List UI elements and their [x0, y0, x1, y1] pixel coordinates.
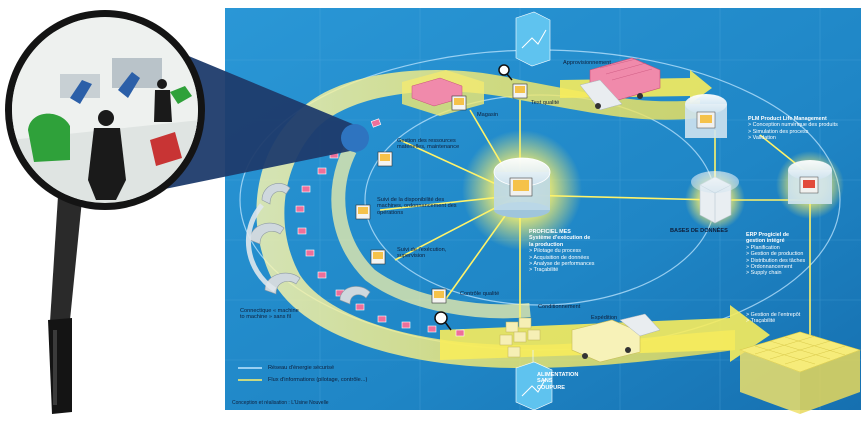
erp-server-icon — [788, 160, 832, 204]
erp-item: Distribution des tâches — [746, 258, 806, 264]
robot-arm-icon — [249, 183, 371, 305]
plm-item: Simulation des process — [748, 129, 838, 135]
label-controle-qualite: Contrôle qualité — [460, 291, 500, 297]
label-test-qualite: Test qualité — [531, 100, 560, 106]
person-silhouette-icon — [88, 79, 172, 200]
proficiel-item: Traçabilité — [529, 267, 595, 273]
label-expedition: Expédition — [591, 315, 618, 321]
label-bases-donnees: BASES DE DONNÉES — [670, 228, 728, 234]
plm-item: Validation — [748, 135, 838, 141]
proficiel-item: Acquisition de données — [529, 255, 595, 261]
erp-block: ERP Progiciel de gestion intégré Planifi… — [746, 232, 805, 277]
label-approvisionnement: Approvisionnement — [563, 60, 611, 66]
plm-server-icon — [685, 94, 727, 138]
expedition-truck-icon — [571, 313, 661, 363]
server-dome-icon — [493, 157, 551, 218]
lens-cone — [150, 40, 355, 190]
proficiel-item: Pilotage du process — [529, 248, 595, 254]
erp-item: Gestion de production — [746, 251, 805, 257]
erp-item: Supply chain — [746, 270, 805, 276]
ups-battery-icon — [515, 361, 553, 411]
lens-scene — [12, 20, 198, 200]
legend-flux: Flux d'informations (pilotage, contrôle.… — [268, 377, 368, 383]
erp-item: Ordonnancement — [746, 264, 805, 270]
label-conditionnement: Conditionnement — [538, 304, 581, 310]
erp-title: ERP Progiciel de gestion intégré — [746, 232, 790, 245]
plm-item: Conception numérique des produits — [748, 122, 838, 128]
label-gestion-ressources: Gestion des ressources matérielles, main… — [397, 138, 460, 151]
plm-title: PLM Product Life Management — [748, 116, 827, 122]
inner-lane — [331, 146, 531, 319]
plm-block: PLM Product Life Management Conception n… — [748, 116, 838, 142]
label-credit: Conception et réalisation : L'Usine Nouv… — [232, 400, 329, 406]
cube-stack-icon — [691, 171, 739, 224]
energy-battery-icon — [515, 11, 551, 67]
entrepot-block: Gestion de l'entrepôt Traçabilité — [746, 312, 801, 325]
wireless-connector — [246, 203, 277, 293]
proficiel-subtitle: Système d'exécution de la production — [529, 235, 591, 248]
proficiel-mes-block: PROFICIEL MES Système d'exécution de la … — [529, 229, 595, 274]
label-magasin: Magasin — [477, 112, 499, 118]
entrepot-item: Traçabilité — [746, 318, 800, 324]
truck-icon — [579, 57, 661, 111]
warehouse-grid — [739, 331, 861, 414]
terminal-screens — [358, 86, 525, 298]
proficiel-item: Analyse de performances — [529, 261, 594, 267]
entrepot-item: Gestion de l'entrepôt — [746, 312, 801, 318]
boxes-stack — [499, 317, 541, 358]
label-suivi-execution: Suivi de l'exécution, supervision — [397, 247, 447, 260]
quality-magnifier-icon — [434, 64, 513, 331]
label-connectique: Connectique « machine to machine » sans … — [240, 308, 299, 321]
lens-focus-point — [341, 124, 369, 152]
erp-item: Planification — [746, 245, 805, 251]
legend-reseau: Réseau d'énergie sécurisé — [268, 365, 335, 371]
proficiel-title: PROFICIEL MES — [529, 229, 571, 235]
label-suivi-dispositifs: Suivi de la disponibilité des machines, … — [377, 197, 457, 216]
legend-lines — [238, 367, 262, 381]
label-alimentation: ALIMENTATION SANS COUPURE — [537, 372, 579, 391]
